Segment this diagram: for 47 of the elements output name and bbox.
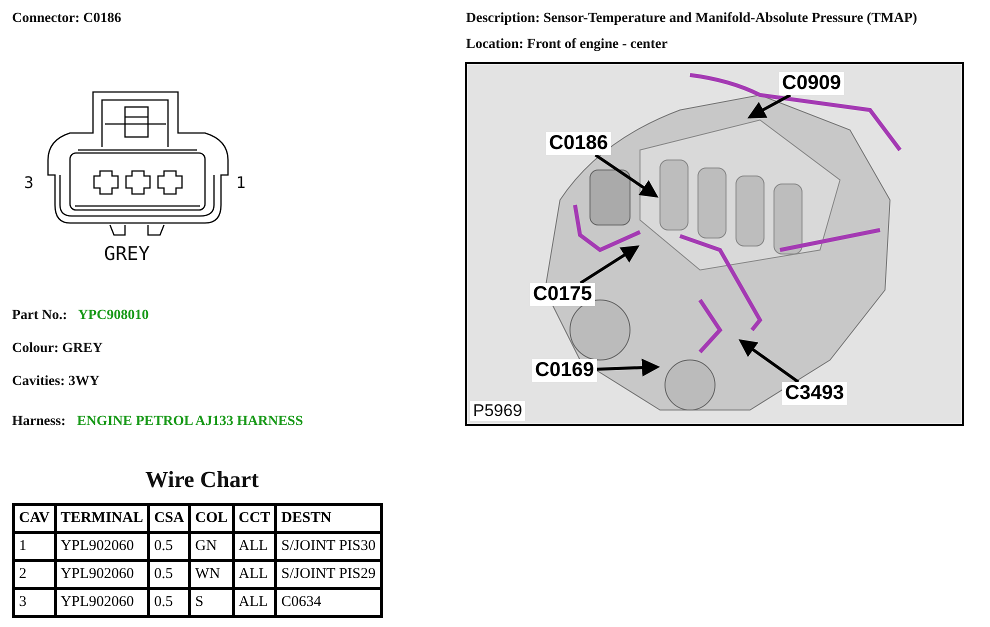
data-cell: YPL902060 bbox=[55, 560, 149, 588]
description-text: Description: Sensor-Temperature and Manifold-Absolute Pressure (TMAP) bbox=[466, 11, 918, 27]
callout-label: C0909 bbox=[779, 72, 844, 95]
data-cell: ALL bbox=[233, 588, 276, 616]
field-label: Harness: bbox=[12, 414, 66, 430]
field-label: Part No.: bbox=[12, 308, 68, 324]
data-cell: S/JOINT PIS30 bbox=[276, 532, 382, 560]
leader-arrow bbox=[594, 154, 658, 198]
cavity-number: 1 bbox=[236, 173, 246, 192]
data-cell: 1 bbox=[14, 532, 56, 560]
data-cell: ALL bbox=[233, 560, 276, 588]
data-cell: YPL902060 bbox=[55, 532, 149, 560]
data-cell: S bbox=[190, 588, 234, 616]
data-cell: S/JOINT PIS29 bbox=[276, 560, 382, 588]
data-cell: ALL bbox=[233, 532, 276, 560]
connector-colour-text: GREY bbox=[104, 243, 150, 265]
data-cell: 0.5 bbox=[148, 532, 190, 560]
data-cell: 0.5 bbox=[148, 560, 190, 588]
data-cell: 0.5 bbox=[148, 588, 190, 616]
data-cell: C0634 bbox=[276, 588, 382, 616]
data-cell: GN bbox=[190, 532, 234, 560]
harness-name: ENGINE PETROL AJ133 HARNESS bbox=[77, 414, 303, 430]
data-cell: WN bbox=[190, 560, 234, 588]
callout-label: C0169 bbox=[532, 359, 597, 382]
cavity-number: 3 bbox=[24, 173, 34, 192]
data-cell: 3 bbox=[14, 588, 56, 616]
figure-id: P5969 bbox=[470, 401, 526, 421]
location-text: Location: Front of engine - center bbox=[466, 37, 668, 53]
leader-arrow bbox=[580, 245, 640, 284]
header-cell: CSA bbox=[148, 504, 190, 532]
part-number: YPC908010 bbox=[78, 308, 149, 324]
data-cell: YPL902060 bbox=[55, 588, 149, 616]
callout-label: C0186 bbox=[546, 132, 611, 155]
header-cell: CCT bbox=[233, 504, 276, 532]
header-cell: TERMINAL bbox=[55, 504, 149, 532]
data-cell: 2 bbox=[14, 560, 56, 588]
callout-label: C3493 bbox=[782, 382, 847, 405]
callout-label: C0175 bbox=[530, 283, 595, 306]
header-cell: DESTN bbox=[276, 504, 382, 532]
table-title: Wire Chart bbox=[144, 467, 260, 493]
header-cell: COL bbox=[190, 504, 234, 532]
colour-text: Colour: GREY bbox=[12, 341, 103, 357]
cavities-text: Cavities: 3WY bbox=[12, 374, 100, 390]
header-cell: CAV bbox=[14, 504, 56, 532]
connector-id: Connector: C0186 bbox=[12, 11, 122, 27]
leader-arrow bbox=[738, 339, 800, 384]
leader-arrow bbox=[747, 94, 792, 118]
